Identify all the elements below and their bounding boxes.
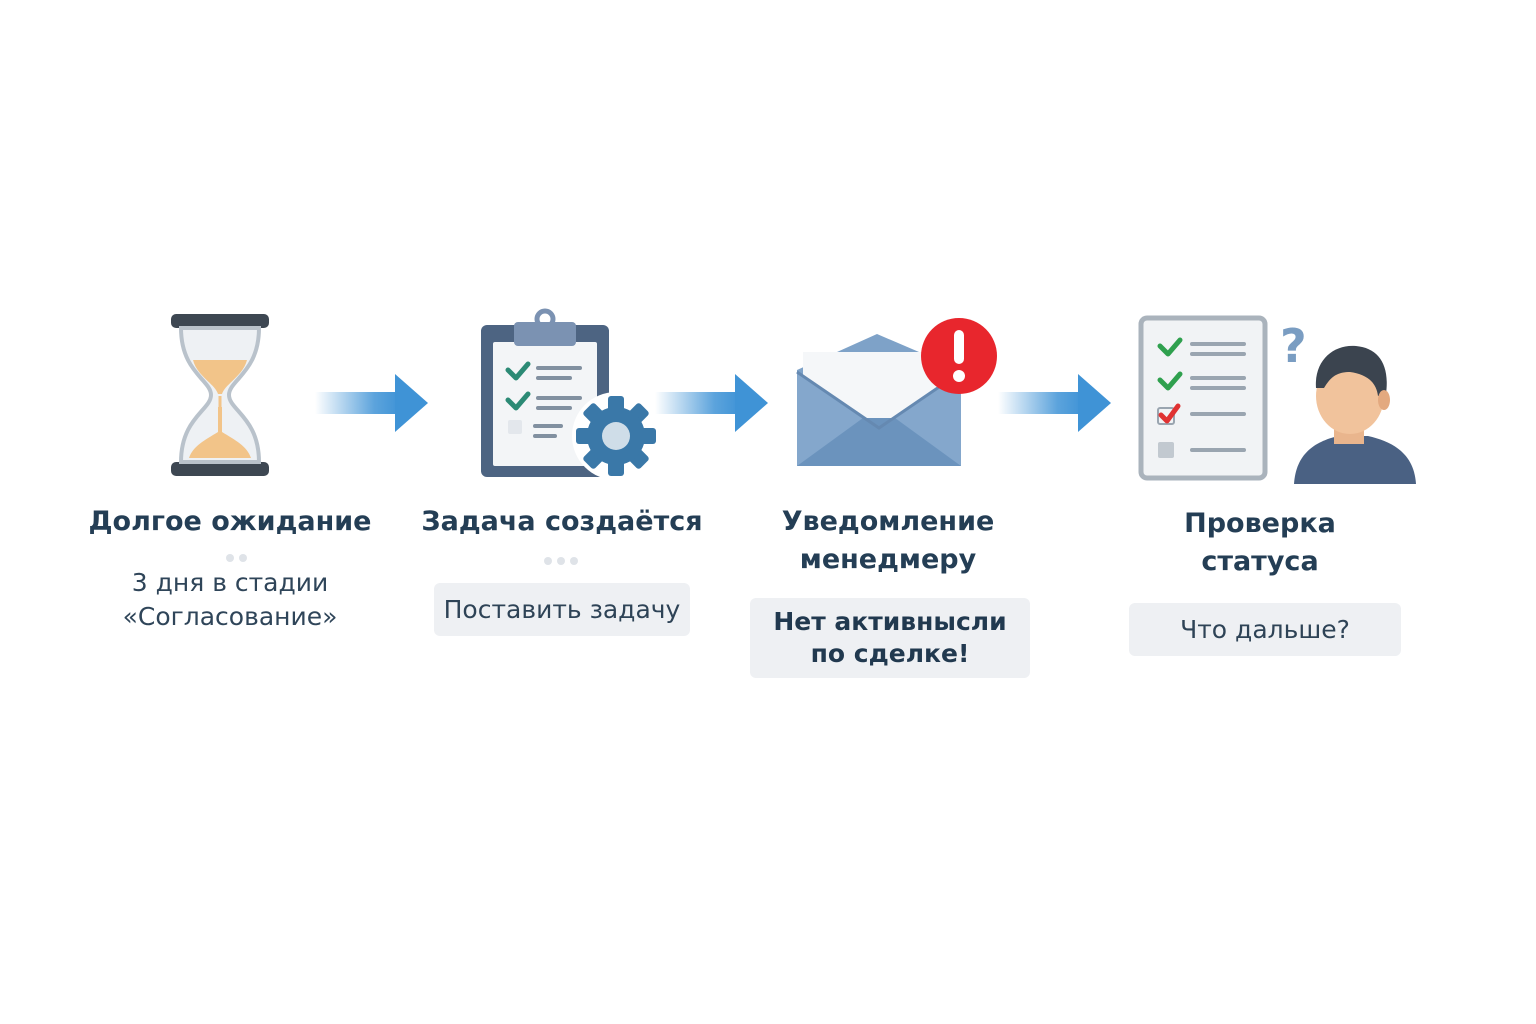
- arrow-right-icon: [998, 374, 1111, 432]
- step-subtitle-line1: 3 дня в стадии: [131, 568, 329, 597]
- action-badge: Что дальше?: [1129, 603, 1401, 656]
- step-title-line2: менедмеру: [799, 544, 977, 575]
- step-subtitle-line2: «Согласование»: [122, 602, 338, 631]
- alert-message-line2: по сделке!: [810, 639, 970, 668]
- hourglass-icon: [171, 314, 269, 476]
- envelope-alert-icon: [796, 318, 997, 466]
- checklist-person-icon: ?: [1138, 315, 1416, 484]
- separator-dots: [226, 554, 247, 562]
- step-title: Задача создаётся: [421, 506, 703, 537]
- action-badge: Поставить задачу: [434, 583, 690, 636]
- separator-dots: [544, 557, 578, 565]
- alert-message-badge: Нет активнысли по сделке!: [750, 598, 1030, 678]
- arrow-right-icon: [655, 374, 768, 432]
- clipboard-gear-icon: [481, 308, 660, 480]
- arrow-right-icon: [315, 374, 428, 432]
- alert-message-line1: Нет активнысли: [773, 607, 1007, 636]
- step-title: Долгое ожидание: [88, 506, 372, 537]
- step-title-line1: Проверка: [1184, 508, 1336, 539]
- step-title-line2: статуса: [1201, 546, 1319, 577]
- svg-text:?: ?: [1280, 319, 1307, 373]
- step-title-line1: Уведомление: [781, 506, 995, 537]
